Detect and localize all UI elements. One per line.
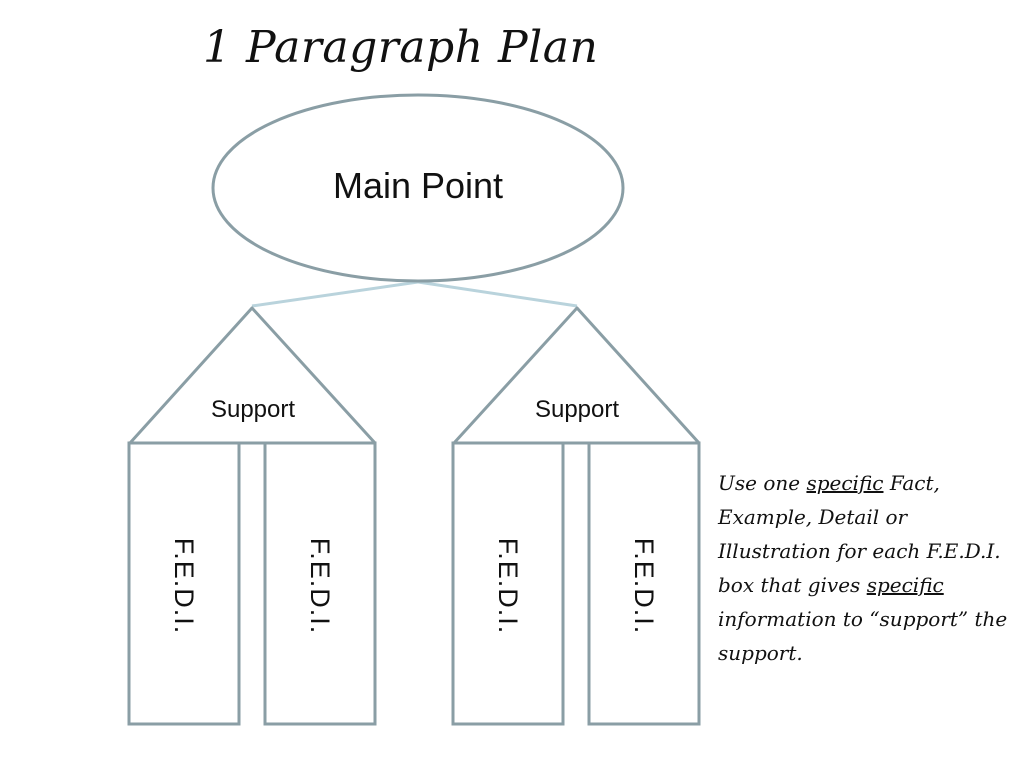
support-label-left: Support xyxy=(210,396,296,423)
fedi-box-3 xyxy=(451,441,565,726)
fedi-label-4: F.E.D.I. xyxy=(629,537,659,635)
instruction-note: Use one specific Fact, Example, Detail o… xyxy=(718,466,1018,670)
support-label-right: Support xyxy=(534,396,620,423)
support-roof-right xyxy=(452,306,701,445)
note-text-1: Use one xyxy=(718,471,801,495)
main-point-label: Main Point xyxy=(332,165,504,206)
connector-left xyxy=(251,280,419,308)
fedi-label-1: F.E.D.I. xyxy=(169,537,199,635)
fedi-box-2 xyxy=(263,441,377,726)
note-text-3: information to “support” the support. xyxy=(718,607,1008,665)
note-emphasis-1: specific xyxy=(806,471,884,495)
fedi-box-4 xyxy=(587,441,701,726)
page-title: 1 Paragraph Plan xyxy=(203,22,599,73)
support-roof-left xyxy=(128,306,377,445)
main-point-ellipse xyxy=(211,93,625,283)
fedi-label-3: F.E.D.I. xyxy=(493,537,523,635)
fedi-label-2: F.E.D.I. xyxy=(305,537,335,635)
fedi-box-1 xyxy=(127,441,241,726)
note-text-2: Fact, Example, Detail or Illustration fo… xyxy=(718,471,1001,597)
note-emphasis-2: specific xyxy=(866,573,944,597)
connector-right xyxy=(417,280,578,308)
